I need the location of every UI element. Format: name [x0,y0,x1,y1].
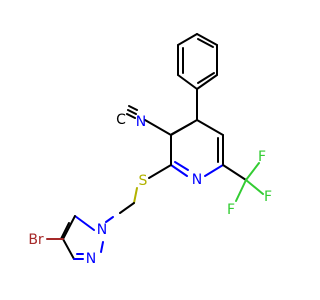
nitrile-carbon-label: C [116,112,126,128]
fluorine-label-3: F [227,202,235,218]
nitrile-group [126,105,172,136]
fluorine-label-2: F [264,189,272,205]
fluorine-label-1: F [258,149,266,165]
thioether-linker [105,164,172,223]
pyridine-nitrogen-label: N [192,172,202,188]
pyrazole-nitrogen-label-2: N [86,251,96,267]
pyrazole-ring [46,215,104,260]
pyridine-ring [170,88,224,177]
pyrazole-nitrogen-label-1: N [97,222,107,238]
phenyl-ring [177,33,218,90]
bromine-label: Br [28,232,44,248]
molecule-drawing: C N N S F F F Br N N [28,33,272,267]
trifluoromethyl-group [222,162,264,202]
sulfur-label: S [139,173,148,189]
structure-canvas: C N N S F F F Br N N [28,33,272,267]
nitrile-nitrogen-label: N [136,114,146,130]
